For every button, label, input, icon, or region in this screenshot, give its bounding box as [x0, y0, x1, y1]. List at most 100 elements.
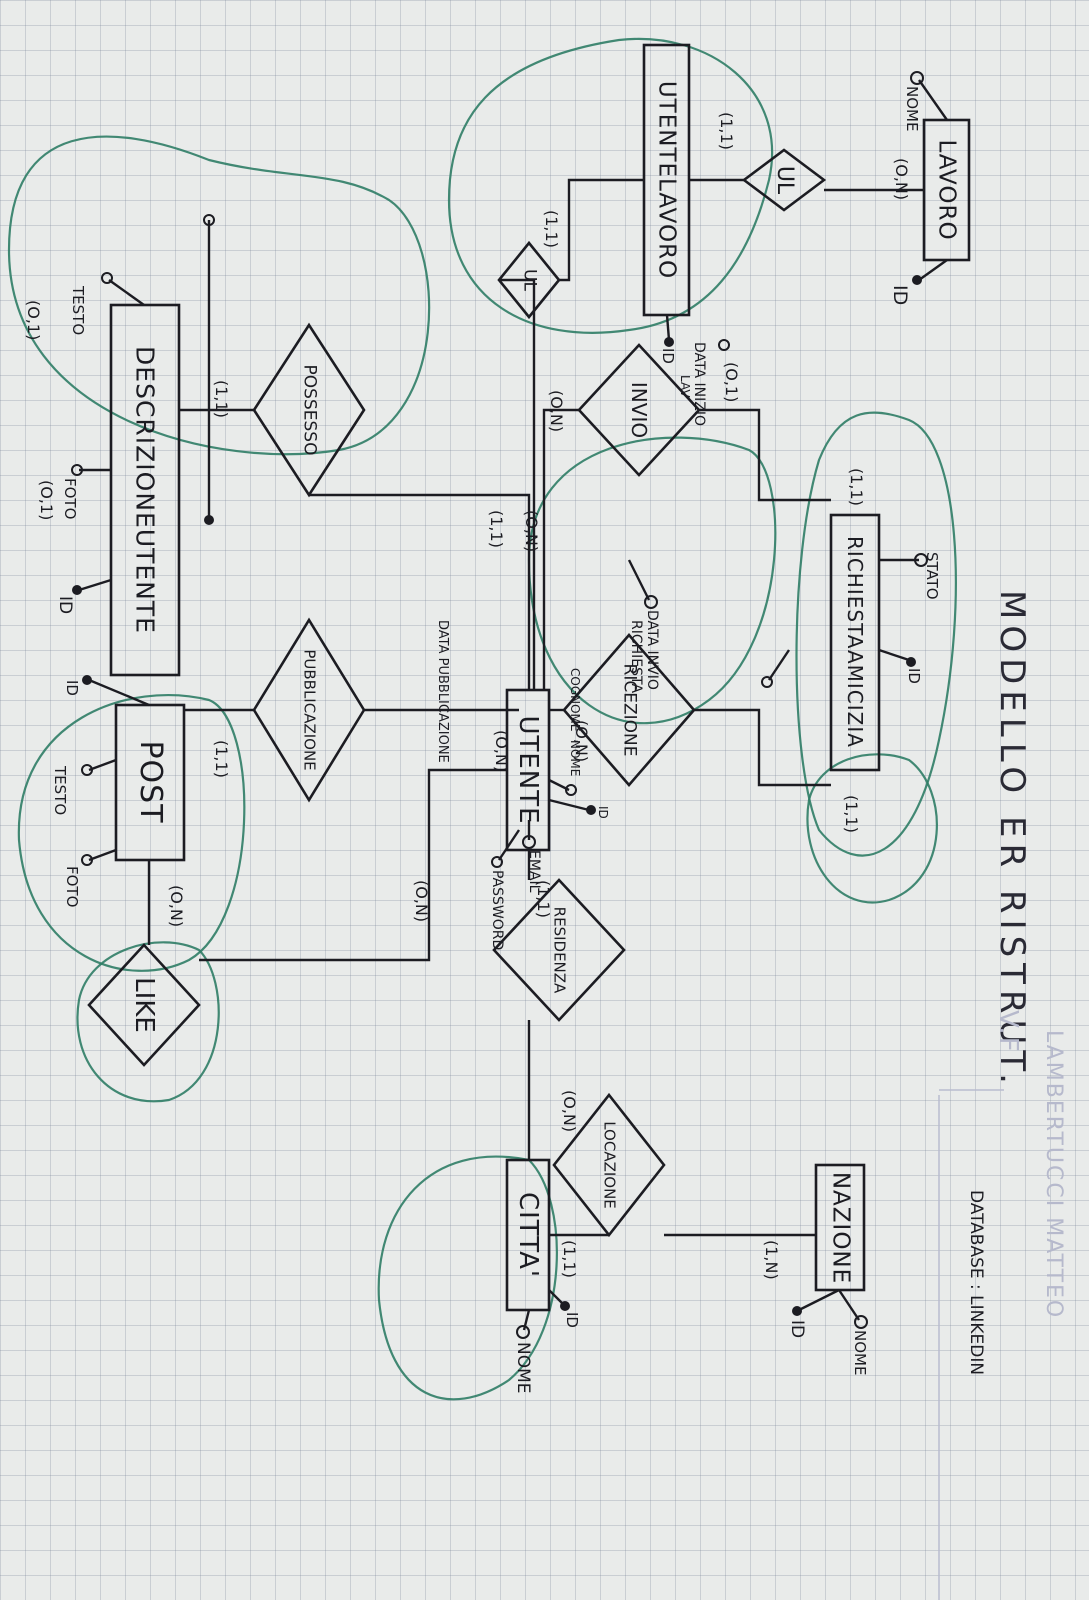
entity-box-descrizione-utente — [109, 303, 181, 677]
attribute-circle — [914, 553, 928, 567]
relationship-invio: INVIO — [627, 381, 651, 439]
group-outline-richiesta — [795, 411, 957, 857]
attribute-stub — [798, 1288, 840, 1312]
attr-desc-foto: FOTO — [61, 478, 79, 520]
card-utente-invio: (O,N) — [522, 510, 541, 553]
attribute-circle — [81, 854, 93, 866]
relationship-pubblicazione: PUBBLICAZIONE — [300, 649, 319, 771]
relationship-possesso: POSSESSO — [299, 364, 320, 456]
group-outline-nazione-rel — [806, 753, 938, 904]
key-attribute-dot — [912, 275, 922, 285]
attribute-circle — [565, 784, 577, 796]
key-attribute-dot — [82, 675, 92, 685]
relationship-like: LIKE — [129, 977, 159, 1033]
key-attribute-dot — [560, 1301, 570, 1311]
attr-lavoro-nome: NOME — [903, 86, 921, 132]
relationship-ul-low: UL — [519, 269, 540, 291]
card-utente-residenza: (1,1) — [534, 880, 553, 918]
relationship-locazione: LOCAZIONE — [600, 1121, 619, 1209]
card-citta-residenza: (O,N) — [560, 1090, 579, 1133]
card-utente-like: (O,N) — [412, 880, 431, 923]
attr-desc-id: ID — [55, 596, 75, 615]
card-citta-locazione: (1,1) — [560, 1240, 579, 1278]
card-richiesta-invio: (1,1) — [847, 468, 866, 506]
entity-descrizione-utente: DESCRIZIONEUTENTE — [130, 346, 160, 634]
attr-nazione-nome: NOME — [851, 1330, 869, 1376]
connector-line — [699, 408, 831, 502]
attr-nazione-id: ID — [787, 1320, 807, 1339]
attribute-circle — [101, 272, 113, 284]
key-attribute-dot — [72, 585, 82, 595]
entity-nazione: NAZIONE — [827, 1171, 854, 1285]
attr-data-inizio: DATA INIZIO — [691, 342, 707, 426]
attr-utente-password: PASSWORD — [489, 870, 505, 951]
attr-desc-testo: TESTO — [69, 286, 87, 336]
card-ulav-ul: (1,1) — [717, 112, 736, 150]
card-utente-possesso: (1,1) — [487, 510, 506, 548]
entity-post: POST — [133, 740, 168, 824]
attr-citta-nome: NOME — [513, 1342, 533, 1394]
attribute-stub — [768, 649, 790, 681]
card-desc-foto: (O,1) — [37, 480, 56, 521]
key-attribute-dot — [792, 1306, 802, 1316]
card-desc-testo: (O,1) — [24, 300, 43, 341]
attribute-stub — [665, 314, 671, 341]
attribute-stub — [108, 279, 145, 306]
attr-richiesta-id: ID — [905, 668, 923, 684]
attribute-circle — [71, 464, 83, 476]
attribute-circle — [644, 595, 658, 609]
rel-diamond-locazione — [552, 1092, 666, 1238]
entity-citta: CITTA' — [513, 1191, 543, 1279]
attribute-stub — [88, 678, 150, 707]
card-post-like: (O,N) — [167, 885, 186, 928]
attribute-circle — [718, 339, 730, 351]
connector-line — [499, 278, 536, 690]
relationship-ul-top: UL — [772, 165, 797, 195]
relationship-residenza: RESIDENZA — [550, 906, 569, 994]
attribute-circle — [491, 856, 503, 868]
attribute-stub — [88, 848, 117, 862]
card-utente-ricezione: (O,N) — [572, 720, 591, 763]
attribute-stub — [78, 578, 112, 592]
card-utente-pubblicazione: (O,N) — [492, 730, 511, 773]
card-richiesta-ricezione: (1,1) — [842, 795, 861, 833]
attr-post-testo: TESTO — [51, 766, 69, 816]
rel-diamond-residenza — [492, 878, 626, 1022]
attr-richiesta-stato: STATO — [923, 552, 941, 600]
group-outline-descrizione — [7, 135, 431, 456]
attribute-stub — [548, 798, 590, 812]
card-post-pubblicazione: (1,1) — [212, 740, 231, 778]
attribute-stub — [838, 1289, 860, 1321]
card-desc-possesso: (1,1) — [212, 380, 231, 418]
key-attribute-dot — [586, 805, 596, 815]
attribute-stub — [498, 829, 520, 861]
key-attribute-dot — [906, 657, 916, 667]
entity-utente: UTENTE — [513, 715, 543, 825]
attribute-circle — [522, 835, 536, 849]
group-outline-lavoro — [447, 37, 774, 334]
entity-richiesta-amicizia: RICHIESTAAMICIZIA — [843, 536, 867, 748]
attribute-stub — [878, 648, 910, 662]
group-outline-citta — [377, 1155, 558, 1401]
attr-lavoro-id: ID — [889, 285, 911, 306]
group-outline-like — [76, 941, 220, 1103]
attribute-stub — [918, 79, 948, 121]
rel-diamond-like — [87, 943, 201, 1067]
connector-line — [199, 768, 507, 962]
card-lavoro-ul: (O,N) — [892, 158, 911, 201]
author-name: LAMBERTUCCI MATTEO — [1041, 1030, 1066, 1320]
attribute-stub — [918, 259, 948, 281]
card-utente-ul2: (O,N) — [547, 390, 566, 433]
attr-data-pubblicazione: DATA PUBBLICAZIONE — [435, 620, 450, 763]
attr-post-foto: FOTO — [63, 866, 81, 908]
entity-box-richiesta-amicizia — [829, 513, 881, 772]
title-suffix: V.F — [993, 1010, 1023, 1054]
attr-post-id: ID — [63, 680, 81, 696]
attribute-stub — [88, 758, 117, 772]
group-outline-post — [17, 693, 246, 972]
connector-line — [694, 708, 831, 787]
card-ulav-ul2: (1,1) — [542, 210, 561, 248]
